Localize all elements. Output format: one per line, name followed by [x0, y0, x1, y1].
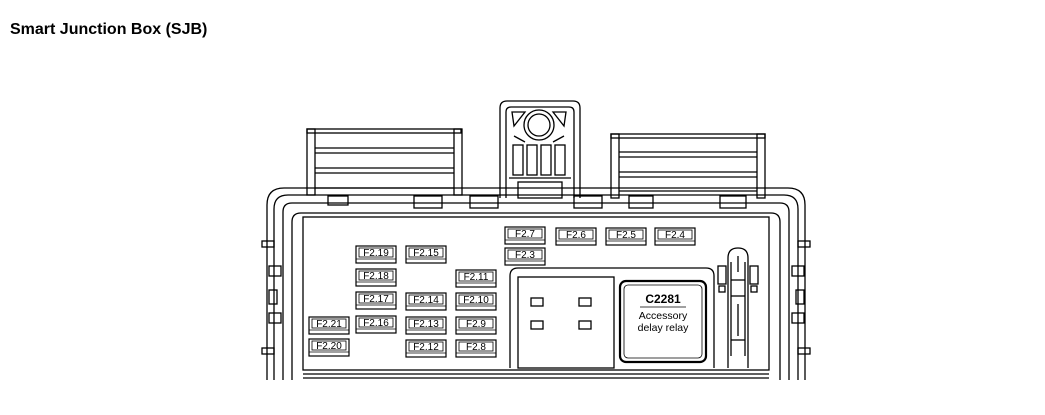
- top-tabs: [327, 195, 747, 209]
- fuse-puller: [717, 247, 759, 368]
- fuse-f2-11: F2.11: [455, 269, 497, 288]
- fuse-f2-13: F2.13: [405, 316, 447, 335]
- relay-module: [509, 267, 715, 369]
- fuse-f2-21: F2.21: [308, 316, 350, 335]
- fuse-f2-5: F2.5: [605, 227, 647, 246]
- relay-description-line1: Accessory: [639, 310, 688, 322]
- fuse-label: F2.6: [566, 230, 586, 241]
- fuse-label: F2.9: [466, 319, 486, 330]
- fuse-f2-4: F2.4: [654, 227, 696, 246]
- fuse-label: F2.15: [413, 248, 439, 259]
- fuse-label: F2.17: [363, 294, 389, 305]
- fuse-f2-16: F2.16: [355, 315, 397, 334]
- fuse-label: F2.20: [316, 341, 342, 352]
- fuse-f2-19: F2.19: [355, 245, 397, 264]
- relay-description-line2: delay relay: [638, 322, 690, 334]
- right-top-clip: [610, 133, 766, 199]
- fuse-label: F2.13: [413, 319, 439, 330]
- fuse-label: F2.3: [515, 250, 535, 261]
- fuse-label: F2.7: [515, 229, 535, 240]
- fuse-f2-6: F2.6: [555, 227, 597, 246]
- fuse-f2-18: F2.18: [355, 268, 397, 287]
- fuse-f2-9: F2.9: [455, 316, 497, 335]
- left-top-clip: [306, 128, 463, 196]
- fuse-label: F2.4: [665, 230, 685, 241]
- fuse-label: F2.14: [413, 295, 439, 306]
- fuse-f2-7: F2.7: [504, 226, 546, 245]
- fuse-f2-10: F2.10: [455, 292, 497, 311]
- fuse-f2-8: F2.8: [455, 339, 497, 358]
- relay-connector-id: C2281: [645, 292, 681, 306]
- side-clips: [261, 240, 811, 355]
- fuse-f2-3: F2.3: [504, 247, 546, 266]
- fuse-f2-15: F2.15: [405, 245, 447, 264]
- fuse-label: F2.8: [466, 342, 486, 353]
- housing: [266, 187, 806, 380]
- diagram-title: Smart Junction Box (SJB): [10, 21, 208, 38]
- fuse-label: F2.5: [616, 230, 636, 241]
- fuse-f2-20: F2.20: [308, 338, 350, 357]
- center-latch: [499, 100, 581, 199]
- fuse-label: F2.12: [413, 342, 439, 353]
- fuse-label: F2.10: [463, 295, 489, 306]
- fuse-f2-17: F2.17: [355, 291, 397, 310]
- fuse-label: F2.21: [316, 319, 342, 330]
- fuse-label: F2.19: [363, 248, 389, 259]
- fuse-f2-14: F2.14: [405, 292, 447, 311]
- fuse-label: F2.11: [464, 272, 489, 283]
- fuse-label: F2.16: [363, 318, 389, 329]
- fuse-f2-12: F2.12: [405, 339, 447, 358]
- fuse-label: F2.18: [363, 271, 389, 282]
